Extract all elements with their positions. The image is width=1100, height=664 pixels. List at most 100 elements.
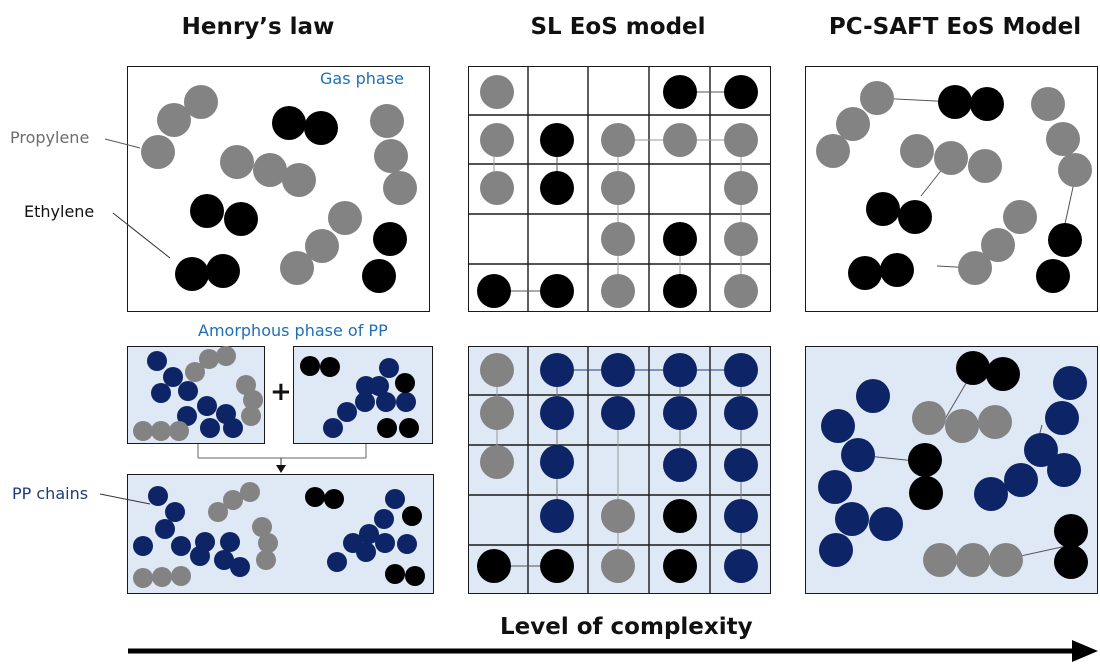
propylene-bead <box>934 141 968 175</box>
pp-chain-bead <box>1053 366 1087 400</box>
pp-chain-bead <box>821 409 855 443</box>
pp-chain-bead <box>724 499 758 533</box>
ethylene-bead <box>190 194 224 228</box>
propylene-bead <box>282 163 316 197</box>
ethylene-bead <box>305 487 325 507</box>
pp-chain-bead <box>147 351 167 371</box>
pp-chain-bead <box>1004 463 1038 497</box>
propylene-bead <box>958 251 992 285</box>
pp-chain-bead <box>163 367 183 387</box>
sl-eos-title: SL EoS model <box>530 14 706 40</box>
ethylene-bead <box>866 192 900 226</box>
pp-chain-bead <box>230 557 250 577</box>
propylene-bead <box>220 145 254 179</box>
propylene-bead <box>601 274 635 308</box>
propylene-bead <box>184 85 218 119</box>
pp-chain-bead <box>356 376 376 396</box>
ethylene-bead <box>898 200 932 234</box>
ethylene-bead <box>377 418 397 438</box>
propylene-bead <box>256 550 276 570</box>
pp-chain-bead <box>1045 401 1079 435</box>
propylene-bead <box>724 171 758 205</box>
propylene-bead <box>243 390 263 410</box>
propylene-bead <box>480 171 514 205</box>
propylene-bead <box>860 81 894 115</box>
propylene-leader <box>104 138 141 149</box>
ethylene-bead <box>724 75 758 109</box>
propylene-bead <box>601 171 635 205</box>
pp-chain-bead <box>375 533 395 553</box>
ethylene-bead <box>540 123 574 157</box>
propylene-bead <box>151 421 171 441</box>
pp-chain-bead <box>974 477 1008 511</box>
propylene-bead <box>328 201 362 235</box>
ethylene-bead <box>1048 223 1082 257</box>
propylene-bead <box>480 445 514 479</box>
pp-chain-bead <box>724 353 758 387</box>
propylene-bead <box>252 517 272 537</box>
ethylene-bead <box>663 222 697 256</box>
propylene-bead <box>663 123 697 157</box>
ethylene-bead <box>938 85 972 119</box>
pp-chain-bead <box>724 549 758 583</box>
propylene-bead <box>223 490 243 510</box>
pc-saft-title: PC-SAFT EoS Model <box>828 14 1082 40</box>
pp-chain-bead <box>171 536 191 556</box>
ethylene-bead <box>663 549 697 583</box>
ethylene-leader <box>112 212 171 259</box>
pp-chain-bead <box>133 536 153 556</box>
ethylene-bead <box>540 274 574 308</box>
propylene-bead <box>978 405 1012 439</box>
propylene-bead <box>816 134 850 168</box>
pp-chain-bead <box>396 392 416 412</box>
pp-chain-bead <box>856 379 890 413</box>
ethylene-bead <box>362 259 396 293</box>
propylene-bead <box>1058 153 1092 187</box>
ethylene-bead <box>663 75 697 109</box>
pp-chain-bead <box>327 552 347 572</box>
propylene-bead <box>157 103 191 137</box>
pp-chain-bead <box>223 418 243 438</box>
propylene-bead <box>280 251 314 285</box>
propylene-bead <box>724 123 758 157</box>
propylene-bead <box>945 409 979 443</box>
propylene-bead <box>241 406 261 426</box>
pp-chain-bead <box>337 402 357 422</box>
propylene-bead <box>981 228 1015 262</box>
pp-chain-bead <box>220 532 240 552</box>
pp-chain-bead <box>374 509 394 529</box>
pp-chain-bead <box>540 499 574 533</box>
propylene-bead <box>216 346 236 366</box>
propylene-bead <box>912 401 946 435</box>
propylene-bead <box>601 123 635 157</box>
sl-gas-panel <box>468 66 771 312</box>
complexity-arrowhead <box>1072 640 1098 662</box>
pcsaft-gas-panel <box>805 66 1098 312</box>
ethylene-bead <box>385 564 405 584</box>
propylene-bead <box>923 543 957 577</box>
pp-chain-bead <box>177 406 197 426</box>
ethylene-bead <box>663 499 697 533</box>
pp-chain-bead <box>540 353 574 387</box>
propylene-bead <box>989 543 1023 577</box>
pp-chain-bead <box>385 489 405 509</box>
propylene-bead <box>480 353 514 387</box>
propylene-bead <box>480 75 514 109</box>
propylene-bead <box>601 549 635 583</box>
propylene-bead <box>1046 122 1080 156</box>
pp-chain-bead <box>663 353 697 387</box>
pp-chain-bead <box>835 502 869 536</box>
pp-chain-bead <box>359 524 379 544</box>
pp-chain-bead <box>148 486 168 506</box>
propylene-bead <box>305 229 339 263</box>
ethylene-bead <box>880 253 914 287</box>
ethylene-bead <box>848 256 882 290</box>
ethylene-bead <box>320 357 340 377</box>
propylene-bead <box>374 139 408 173</box>
pp-chain-bead <box>355 392 375 412</box>
pp-chain-bead <box>818 470 852 504</box>
pp-chain-bead <box>197 396 217 416</box>
ethylene-bead <box>304 111 338 145</box>
ethylene-bead <box>663 274 697 308</box>
